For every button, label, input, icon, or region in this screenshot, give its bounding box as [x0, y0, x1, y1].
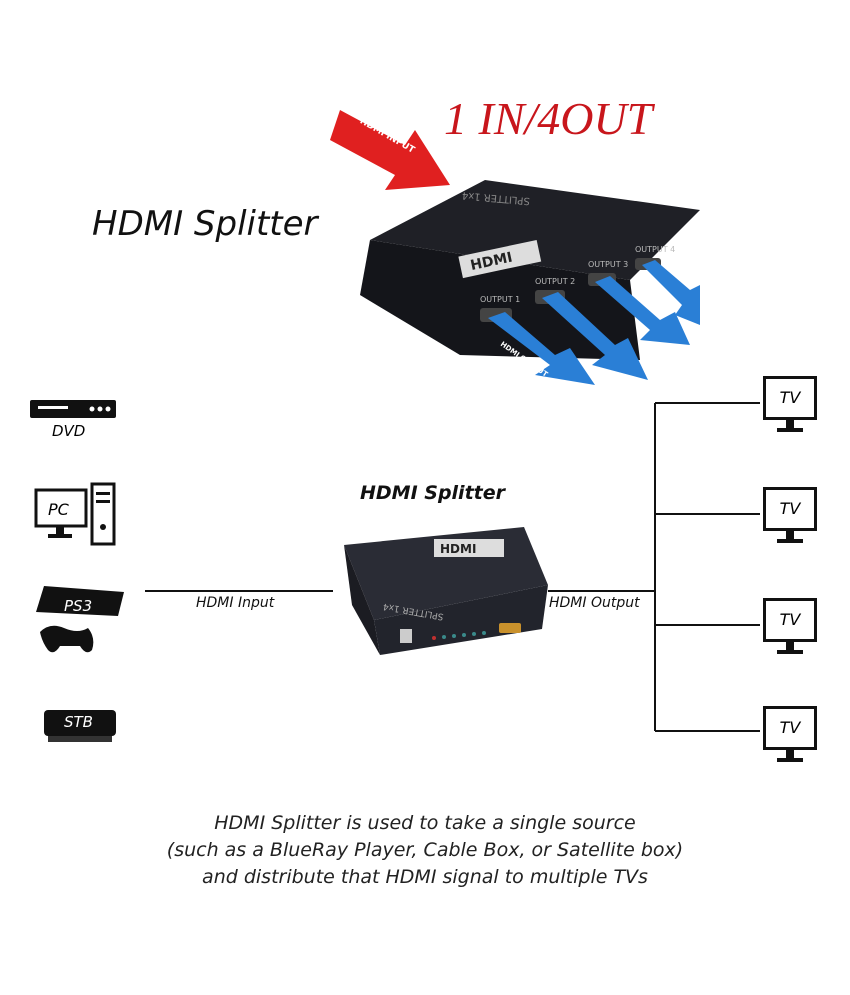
caption-line: and distribute that HDMI signal to multi… — [202, 866, 648, 888]
caption-line: HDMI Splitter is used to take a single s… — [214, 812, 636, 834]
pc-label: PC — [48, 500, 69, 519]
device-front — [360, 240, 640, 360]
hdmi-logo — [458, 239, 542, 279]
product-title: HDMI Splitter — [92, 204, 318, 244]
tv-stand-icon — [786, 750, 794, 758]
splitter-product-image: HDMI INPUT SPLITTER 1x4 HDMI OUTPUT 1 OU… — [330, 110, 700, 385]
tv-3: TV — [763, 598, 817, 654]
dvd-label: DVD — [52, 422, 86, 440]
hdmi-output-arrows — [488, 260, 700, 385]
tv-4: TV — [763, 706, 817, 762]
tv-2: TV — [763, 487, 817, 543]
svg-text:OUTPUT 1: OUTPUT 1 — [480, 295, 520, 304]
tv-2-label: TV — [763, 487, 817, 531]
ps3-icon — [36, 586, 124, 653]
hdmi-input-label: HDMI Input — [196, 595, 275, 611]
tv-4-label: TV — [763, 706, 817, 750]
ratio-label: 1 IN/4OUT — [444, 93, 653, 144]
device-top — [370, 180, 700, 280]
tv-stand-icon — [786, 420, 794, 428]
tv-base-icon — [777, 428, 803, 432]
tv-1-label: TV — [763, 376, 817, 420]
hdmi-output-label: HDMI Output — [549, 595, 640, 611]
caption-line: (such as a BlueRay Player, Cable Box, or… — [166, 839, 684, 861]
stb-label: STB — [64, 713, 93, 731]
diagram-title: HDMI Splitter — [360, 482, 505, 504]
svg-text:OUTPUT 3: OUTPUT 3 — [588, 260, 628, 269]
svg-text:HDMI: HDMI — [440, 542, 476, 556]
svg-text:OUTPUT 4: OUTPUT 4 — [635, 245, 675, 254]
ps3-label: PS3 — [64, 597, 93, 615]
tv-1: TV — [763, 376, 817, 432]
tv-base-icon — [777, 539, 803, 543]
tv-stand-icon — [786, 642, 794, 650]
dvd-icon — [30, 400, 116, 418]
caption: HDMI Splitter is used to take a single s… — [0, 810, 850, 891]
stb-icon — [44, 710, 116, 742]
splitter-device-image: HDMI SPLITTER 1x4 — [344, 527, 548, 655]
tv-3-label: TV — [763, 598, 817, 642]
pc-icon — [34, 482, 116, 546]
tv-stand-icon — [786, 531, 794, 539]
svg-text:OUTPUT 2: OUTPUT 2 — [535, 277, 575, 286]
tv-base-icon — [777, 758, 803, 762]
tv-base-icon — [777, 650, 803, 654]
